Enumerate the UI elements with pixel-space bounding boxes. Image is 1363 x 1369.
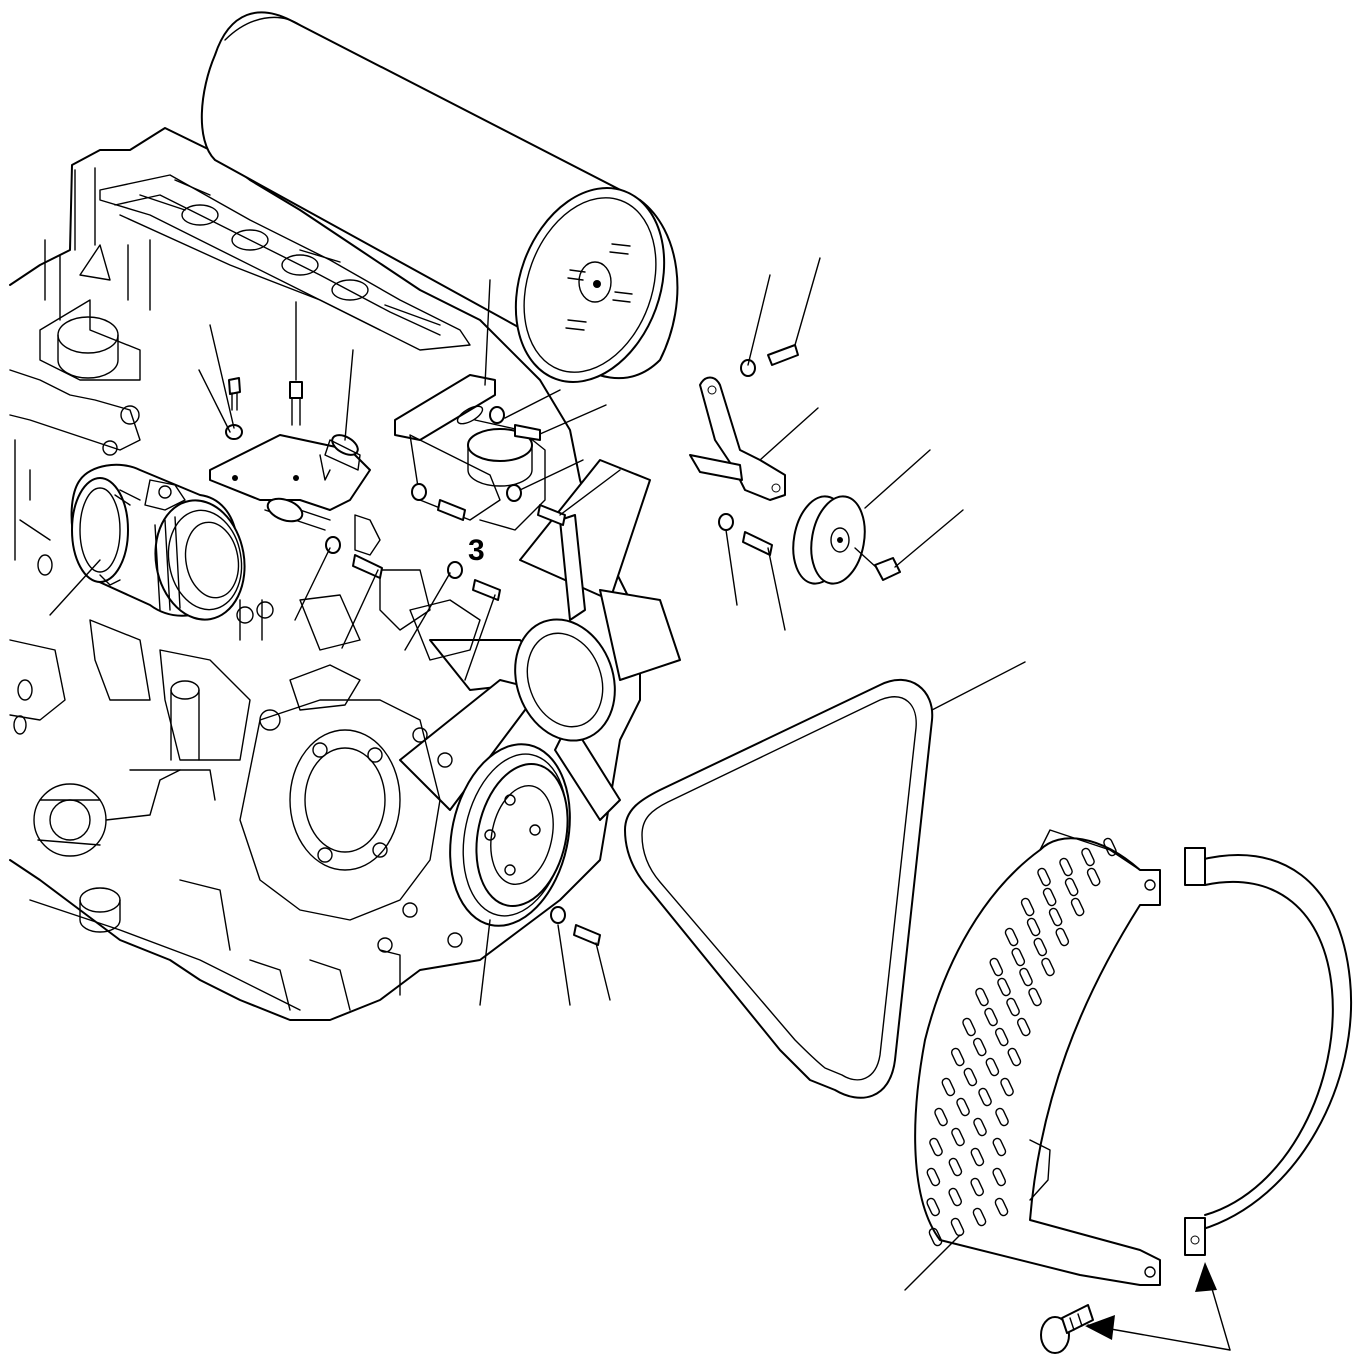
vent-slot [1055,927,1070,947]
vent-slot [1064,877,1079,897]
vent-slot [1070,897,1085,917]
vent-slot [950,1217,965,1237]
guard-bolt [1040,1304,1094,1354]
vent-slot [928,1227,943,1247]
engine-block [9,127,641,1021]
vent-slot [926,1197,940,1217]
vent-slot [1007,1047,1022,1067]
vent-slot [994,1197,1009,1217]
vent-slot [934,1107,948,1127]
upper-bracket [394,374,546,531]
vent-slot [1041,957,1055,977]
vent-slot [1103,837,1117,857]
vent-slot [1020,897,1035,917]
timing-cover [236,569,481,953]
vent-slot [1033,937,1048,957]
vent-slot [994,1027,1009,1047]
ac-compressor [70,463,246,621]
callout-number: 3 [468,534,485,567]
bolt [228,377,241,411]
vent-slot [963,1067,978,1087]
vent-slot [972,1037,987,1057]
bolt [289,381,303,426]
vent-slot [978,1087,992,1107]
vent-slot [1004,927,1019,947]
crankshaft-pulley [449,743,571,927]
vent-slot [929,1137,943,1157]
vent-slot [1059,857,1073,877]
vent-slot [1037,867,1051,887]
vent-slot [972,1207,987,1227]
fasteners [225,344,1094,1354]
vent-slot [956,1097,970,1117]
compressor-bracket [209,434,381,556]
vent-slot [1011,947,1026,967]
air-cleaner [200,11,679,383]
vent-slot [984,1007,998,1027]
vent-slot [1006,997,1020,1017]
vent-slot [989,957,1004,977]
vent-slot [962,1017,976,1037]
vent-slot [1016,1017,1031,1037]
vent-slot [1086,867,1101,887]
guard-strap [1184,847,1353,1256]
vent-slot [1081,847,1095,867]
vent-slot [1000,1077,1014,1097]
vent-slot [948,1187,962,1207]
vent-slot [948,1157,963,1177]
vent-slot [1028,987,1042,1007]
direction-arrows [1085,1262,1217,1340]
vent-slot [985,1057,1000,1077]
guard-vent-slots [926,837,1117,1247]
vent-slot [1042,887,1057,907]
vent-slot [995,1107,1009,1127]
vent-slot [941,1077,956,1097]
vent-slot [992,1167,1006,1187]
vent-slot [1048,907,1063,927]
vent-slot [997,977,1011,997]
leader-lines [49,257,1231,1351]
vent-slot [970,1177,984,1197]
vent-slot [1019,967,1033,987]
vent-slot [950,1047,965,1067]
idler-assembly [689,376,901,585]
v-belt [624,679,934,1099]
vent-slot [992,1137,1007,1157]
vent-slot [973,1117,987,1137]
vent-slot [926,1167,941,1187]
belt-guard [914,829,1161,1286]
vent-slot [975,987,989,1007]
vent-slot [951,1127,965,1147]
vent-slot [1026,917,1041,937]
vent-slot [970,1147,985,1167]
